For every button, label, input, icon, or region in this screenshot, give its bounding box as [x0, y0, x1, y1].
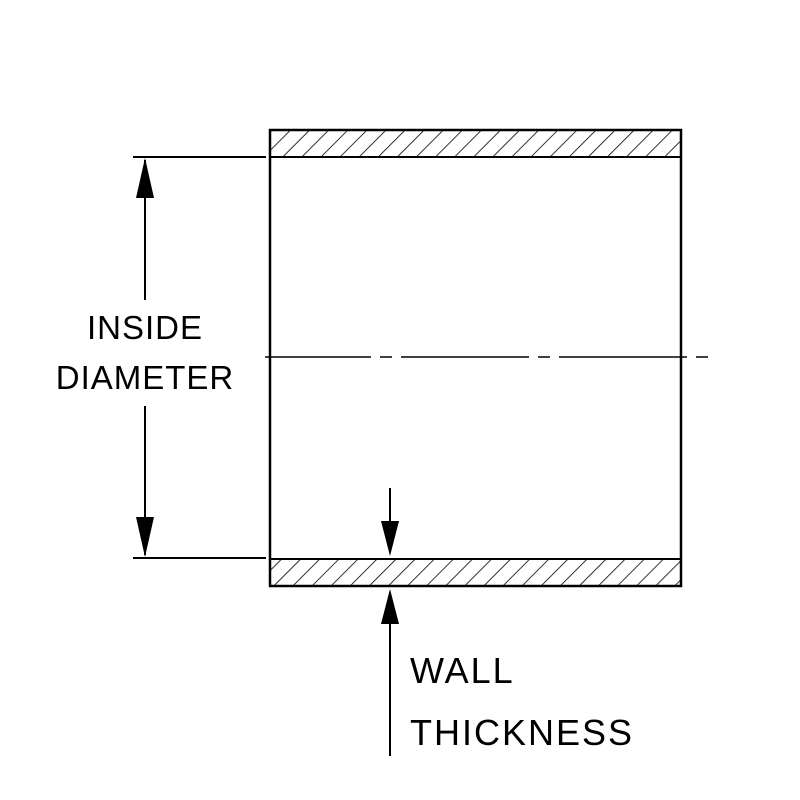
- wall-arrow-up-icon: [381, 589, 399, 624]
- bottom-wall-hatch: [269, 558, 682, 587]
- wall-thickness-label-line1: WALL: [410, 640, 635, 702]
- tube-outline: [268, 128, 683, 588]
- wall-arrow-down-icon: [381, 521, 399, 556]
- wall-thickness-label-line2: THICKNESS: [410, 702, 635, 764]
- inside-diameter-label-line1: INSIDE: [25, 303, 265, 353]
- inside-diameter-label: INSIDE DIAMETER: [25, 303, 265, 403]
- top-wall-hatch: [269, 129, 682, 158]
- inside-diameter-label-line2: DIAMETER: [25, 353, 265, 403]
- arrow-down-icon: [136, 517, 154, 557]
- arrow-up-icon: [136, 158, 154, 198]
- wall-thickness-label: WALL THICKNESS: [410, 640, 635, 764]
